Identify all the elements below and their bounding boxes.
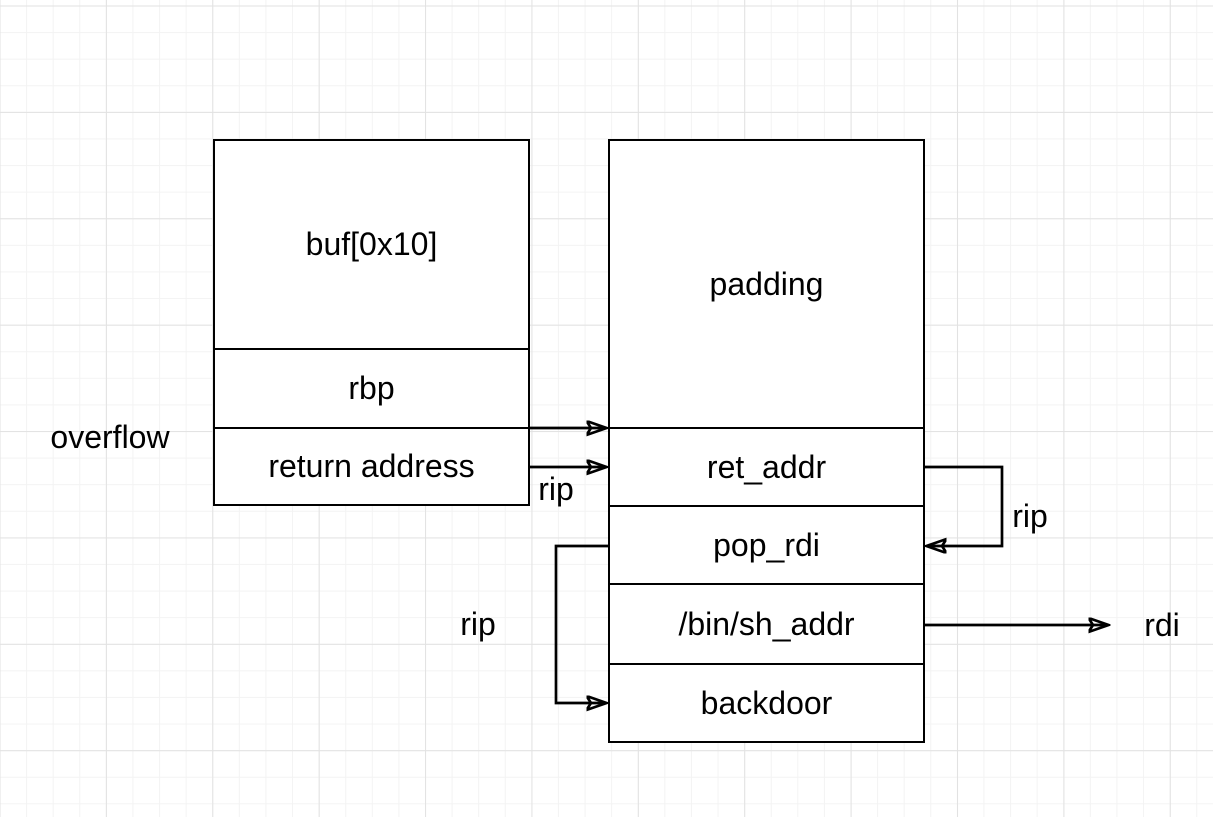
rip-label-ret-addr-to-pop-rdi: rip: [1012, 498, 1048, 534]
stack-cell-return-address: return address: [215, 427, 528, 504]
stack-cell-padding: padding: [709, 265, 824, 302]
stack-box-source: buf[0x10] rbp return address: [213, 139, 530, 506]
stack-cell-rbp: rbp: [215, 348, 528, 427]
stack-box-payload: padding ret_addr pop_rdi /bin/sh_addr ba…: [608, 139, 925, 743]
overflow-label: overflow: [50, 419, 170, 455]
rip-label-pop-rdi-to-backdoor: rip: [460, 606, 496, 642]
rip-loop-pop-rdi-to-backdoor: [554, 544, 608, 703]
stack-cell-ret-addr: ret_addr: [610, 427, 923, 505]
stack-cell-binsh-addr: /bin/sh_addr: [610, 583, 923, 663]
rip-label-into-ret-addr: rip: [538, 471, 574, 507]
stack-cell-pop-rdi: pop_rdi: [610, 505, 923, 583]
stack-cell-backdoor: backdoor: [610, 663, 923, 741]
rdi-label: rdi: [1144, 607, 1180, 643]
stack-cell-buf: buf[0x10]: [305, 226, 438, 263]
